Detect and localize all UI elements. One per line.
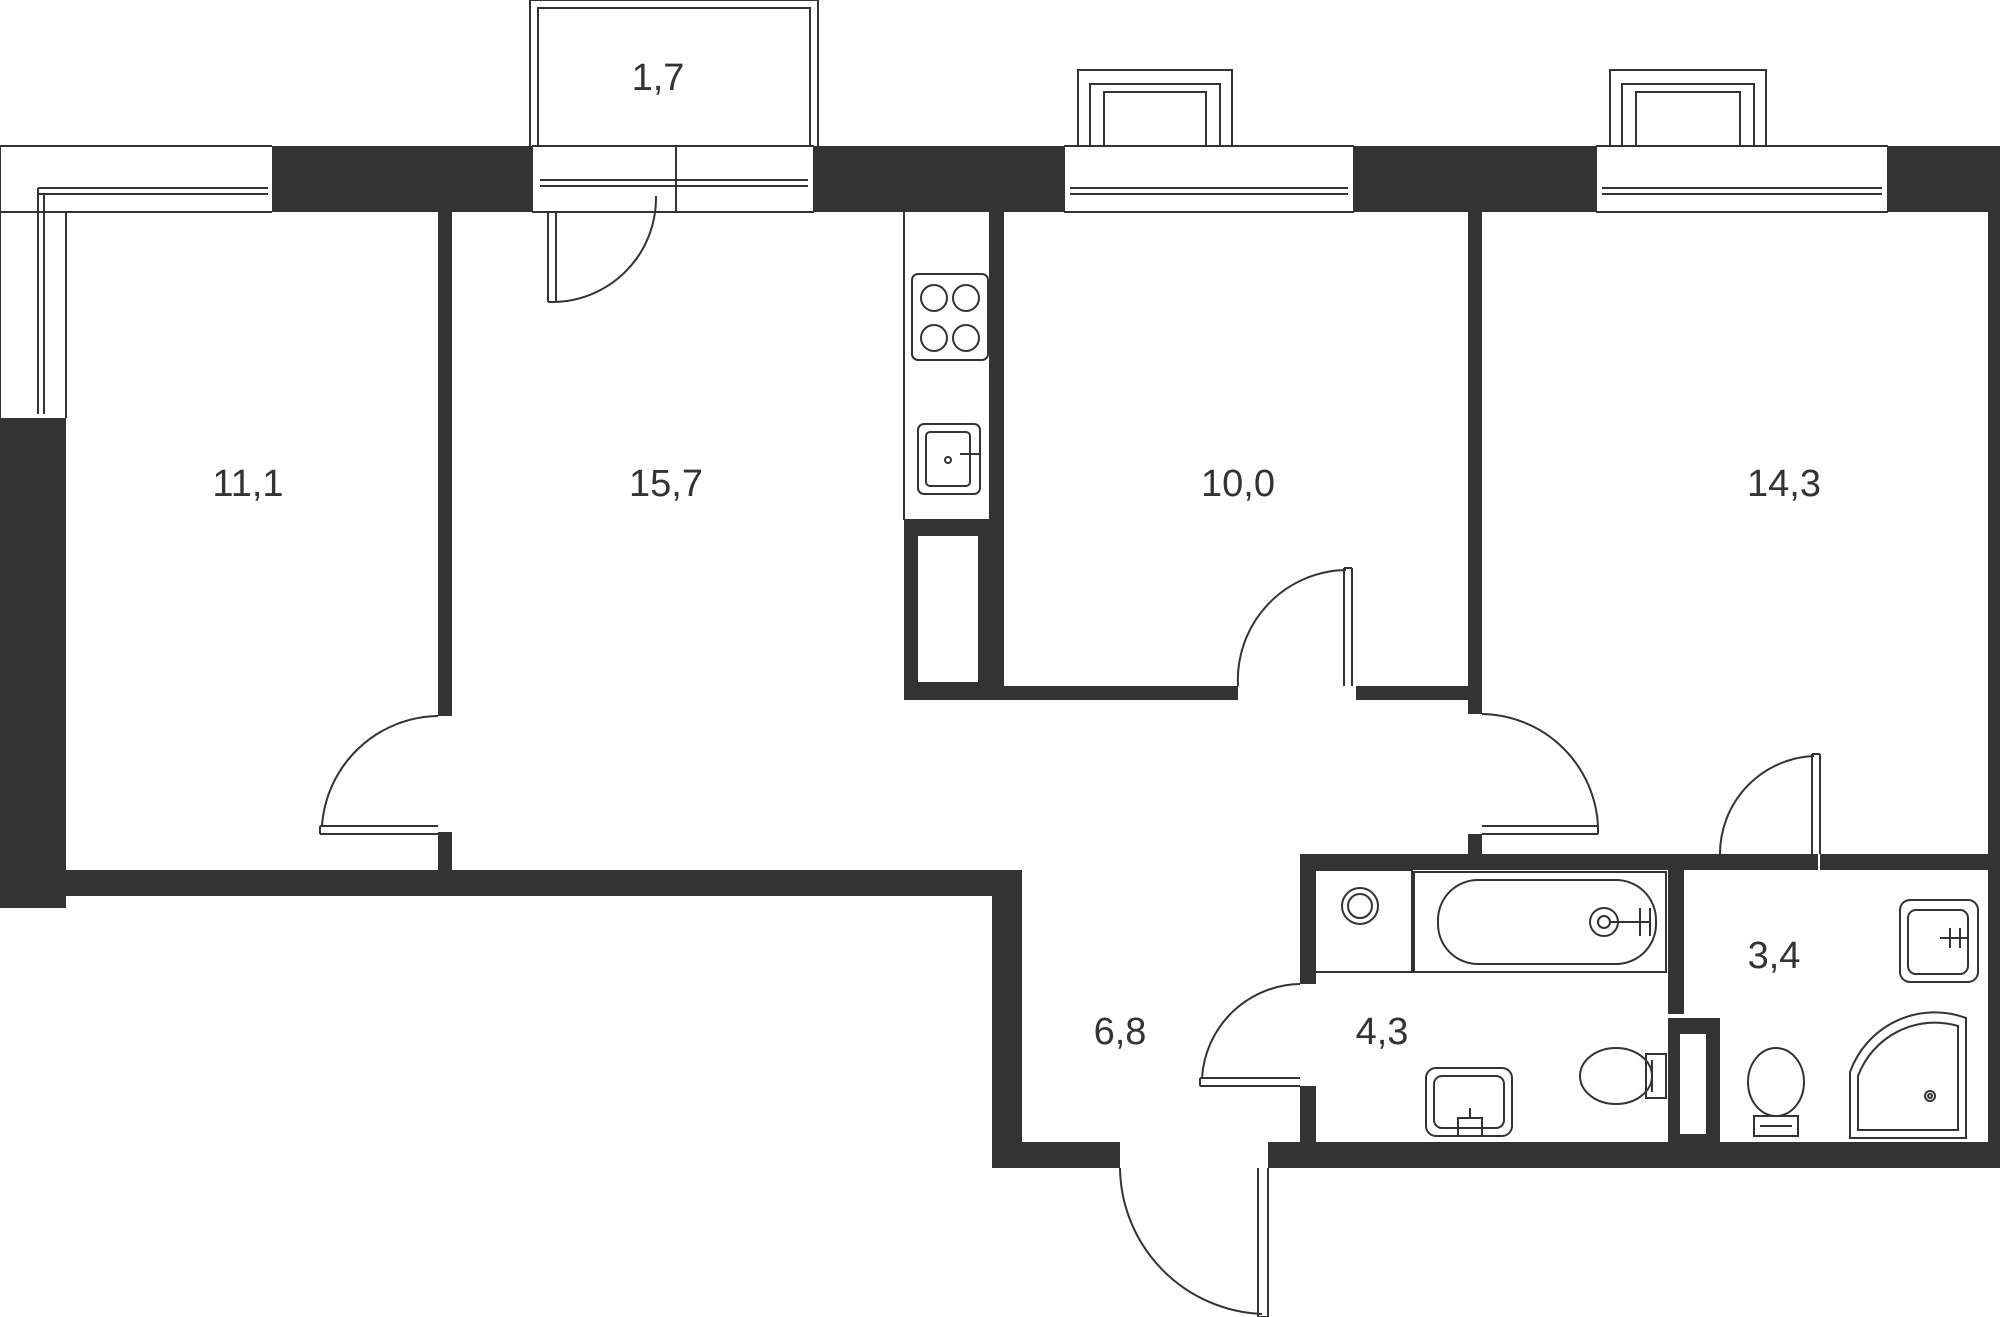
living-kitchen-area-label: 15,7 (629, 463, 703, 505)
doors (319, 195, 1821, 1317)
toilet-icon (1579, 1047, 1667, 1105)
walls (0, 146, 2000, 1168)
washing-machine-icon (1316, 869, 1413, 973)
area-labels: 1,7 11,1 15,7 10,0 14,3 6,8 4,3 3,4 (212, 57, 1821, 1053)
stove-icon (911, 273, 989, 361)
shower-icon (1849, 1011, 1967, 1139)
hallway-area-label: 6,8 (1094, 1011, 1147, 1053)
windows (0, 69, 1889, 418)
bathroom-fixtures (1316, 869, 1979, 1139)
kitchen-block (903, 212, 991, 521)
toilet-icon (1747, 1047, 1805, 1137)
kitchen-sink-icon (917, 423, 981, 495)
bedroom-middle-area-label: 10,0 (1201, 463, 1275, 505)
shower-room-area-label: 3,4 (1748, 935, 1801, 977)
bathroom-area-label: 4,3 (1356, 1011, 1409, 1053)
balcony-area-label: 1,7 (632, 57, 685, 99)
washbasin-icon (1425, 1067, 1513, 1137)
bedroom-left-area-label: 11,1 (212, 463, 283, 505)
bedroom-right-area-label: 14,3 (1747, 463, 1821, 505)
bathtub-icon (1413, 871, 1667, 973)
washbasin-icon (1899, 899, 1979, 983)
balcony (529, 0, 819, 146)
